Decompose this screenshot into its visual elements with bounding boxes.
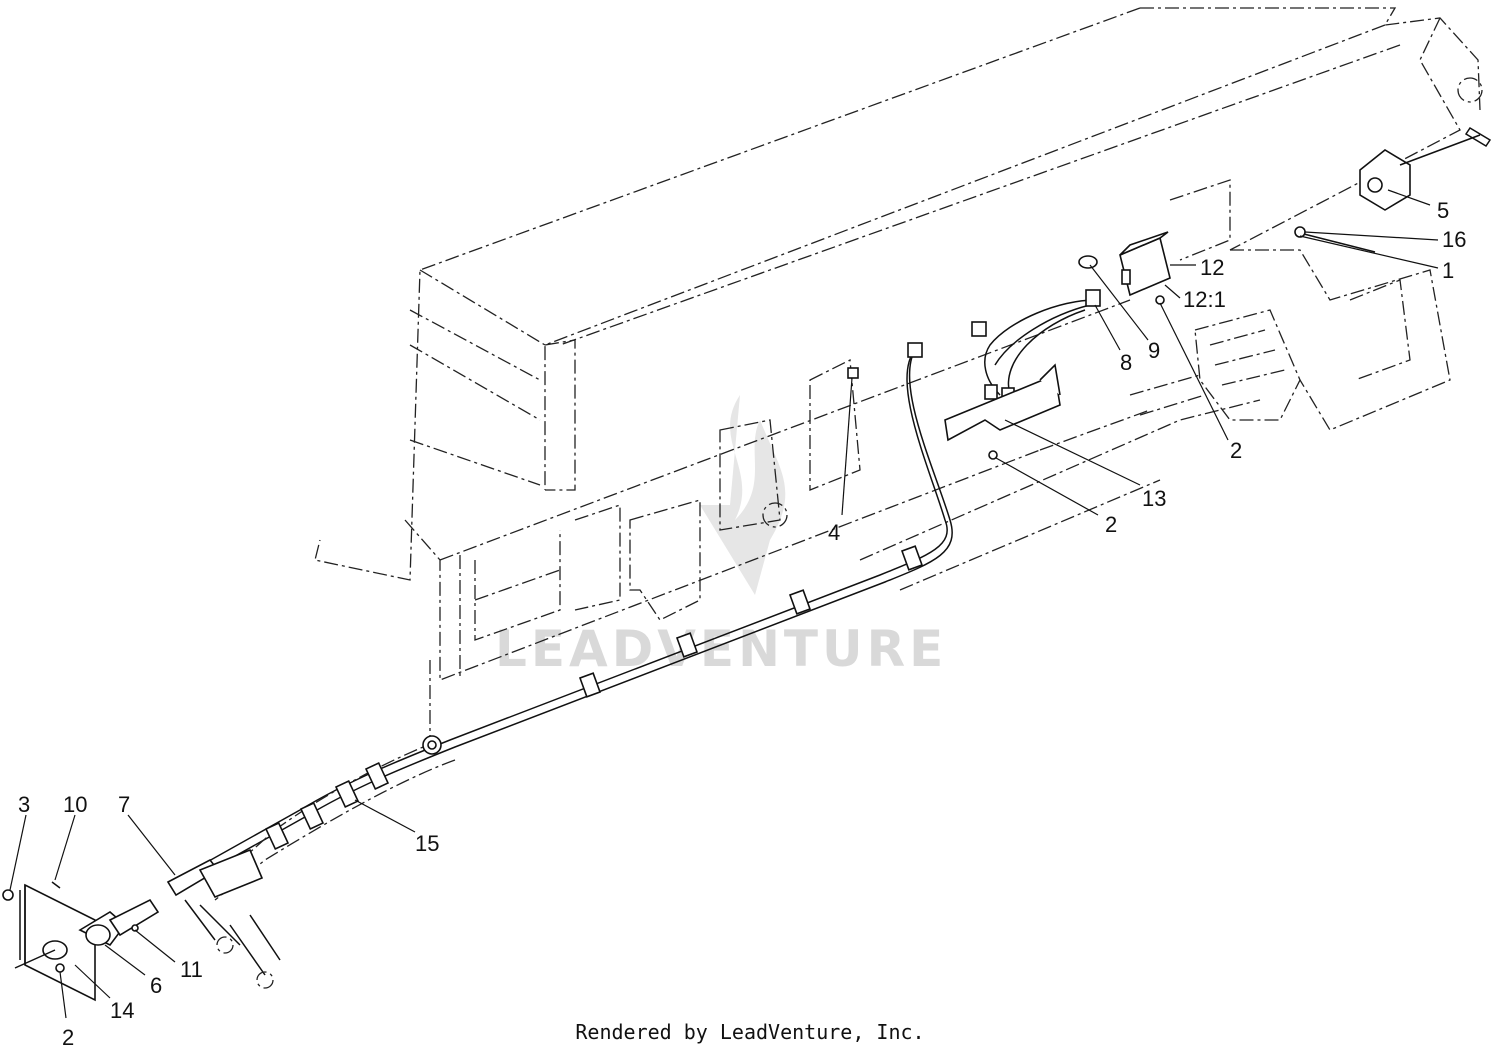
- footer-credit: Rendered by LeadVenture, Inc.: [575, 1020, 925, 1044]
- harness-cable: [174, 349, 953, 901]
- callout-12-1: 12:1: [1183, 287, 1226, 312]
- callout-5: 5: [1437, 198, 1449, 223]
- part-12-controller: [1078, 231, 1171, 305]
- rear-panel-assembly: [2, 848, 281, 1002]
- callout-13: 13: [1142, 486, 1166, 511]
- callout-15: 15: [415, 831, 439, 856]
- callout-2: 2: [62, 1025, 74, 1050]
- leadventure-flame-logo-icon: [700, 395, 786, 595]
- callout-11: 11: [180, 957, 203, 982]
- callout-1: 1: [1442, 258, 1454, 283]
- callout-4: 4: [828, 520, 840, 545]
- part-4-connector: [847, 342, 923, 379]
- callout-10: 10: [63, 792, 87, 817]
- callout-6: 6: [150, 973, 162, 998]
- callout-8: 8: [1120, 350, 1132, 375]
- valve-block: [1129, 309, 1301, 421]
- watermark-text: LEADVENTURE: [495, 620, 947, 678]
- part-16-1-pin: [1294, 226, 1376, 253]
- callout-3: 3: [18, 792, 30, 817]
- cable-clips: [264, 545, 924, 850]
- phantom-frame: [314, 7, 1483, 740]
- part-8-harness: [971, 289, 1101, 403]
- callout-12: 12: [1200, 255, 1224, 280]
- callout-7: 7: [118, 792, 130, 817]
- callout-2: 2: [1105, 512, 1117, 537]
- callout-9: 9: [1148, 338, 1160, 363]
- callout-2: 2: [1230, 438, 1242, 463]
- part-13-bracket: [944, 363, 1061, 460]
- callouts: 5 16 1 12 12:1 9 8 2 13 2 4 15 3 10 7 11…: [18, 198, 1466, 1050]
- leader-lines: [9, 189, 1439, 1019]
- part-5-switch: [1359, 126, 1492, 211]
- callout-16: 16: [1442, 227, 1466, 252]
- callout-14: 14: [110, 998, 134, 1023]
